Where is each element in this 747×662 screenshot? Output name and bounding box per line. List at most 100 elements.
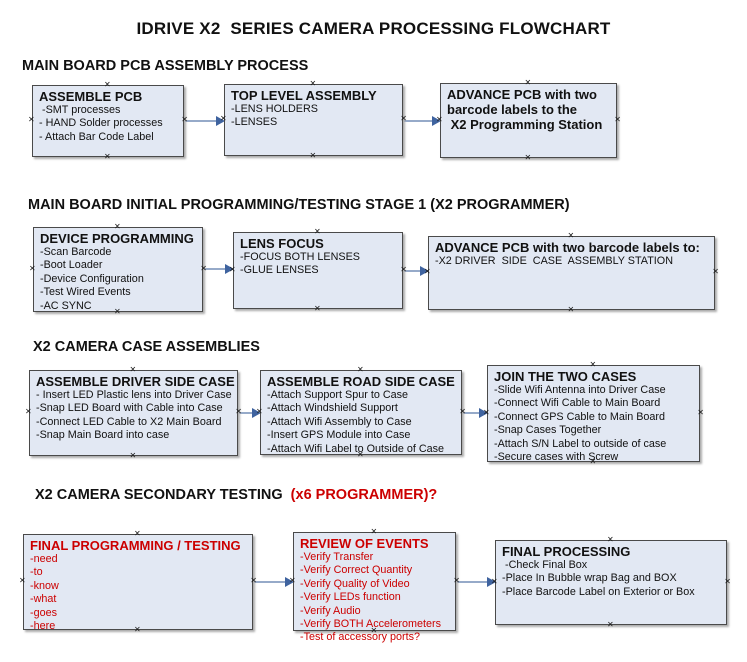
- selection-handle-top-icon[interactable]: ✕: [114, 222, 121, 231]
- heading-segment: X2 CAMERA CASE ASSEMBLIES: [33, 339, 260, 355]
- box-item: -Insert GPS Module into Case: [267, 429, 411, 442]
- selection-handle-left-icon[interactable]: ✕: [289, 575, 296, 585]
- connector-arrow-2[interactable]: [403, 116, 441, 126]
- flow-box-final-processing[interactable]: FINAL PROCESSING -Check Final Box-Place …: [491, 536, 731, 629]
- box-item: -Place In Bubble wrap Bag and BOX: [502, 572, 677, 585]
- arrow-head-icon: [216, 116, 225, 126]
- box-title: ASSEMBLE DRIVER SIDE CASE: [36, 374, 235, 389]
- selection-handle-left-icon[interactable]: ✕: [256, 406, 263, 416]
- selection-handle-left-icon[interactable]: ✕: [19, 576, 26, 585]
- selection-handle-right-icon[interactable]: ✕: [712, 267, 719, 276]
- flow-box-top-level-assembly[interactable]: TOP LEVEL ASSEMBLY-LENS HOLDERS-LENSES✕✕…: [220, 80, 407, 160]
- selection-handle-top-icon[interactable]: ✕: [567, 231, 575, 240]
- selection-handle-bottom-icon[interactable]: ✕: [114, 307, 121, 316]
- arrow-line: [404, 120, 433, 122]
- flow-box-final-programming-testing[interactable]: FINAL PROGRAMMING / TESTING-need-to-know…: [19, 530, 257, 634]
- box-item: -know: [30, 579, 59, 592]
- arrow-line: [404, 270, 421, 272]
- selection-handle-right-icon[interactable]: ✕: [724, 576, 731, 586]
- selection-handle-bottom-icon[interactable]: ✕: [567, 305, 575, 314]
- selection-handle-left-icon[interactable]: ✕: [483, 407, 490, 417]
- flow-box-review-of-events[interactable]: REVIEW OF EVENTS-Verify Transfer-Verify …: [289, 528, 460, 644]
- selection-handle-bottom-icon[interactable]: ✕: [607, 620, 614, 629]
- connector-arrow-5[interactable]: [238, 408, 261, 418]
- selection-handle-right-icon[interactable]: ✕: [697, 407, 704, 417]
- box-item: -Boot Loader: [40, 259, 103, 272]
- connector-arrow-6[interactable]: [462, 408, 488, 418]
- selection-handle-right-icon[interactable]: ✕: [614, 114, 621, 124]
- flow-box-assemble-pcb[interactable]: ASSEMBLE PCB -SMT processes- HAND Solder…: [28, 81, 188, 161]
- flow-box-lens-focus[interactable]: LENS FOCUS-FOCUS BOTH LENSES-GLUE LENSES…: [229, 228, 407, 313]
- selection-handle-left-icon[interactable]: ✕: [29, 263, 36, 273]
- selection-handle-bottom-icon[interactable]: ✕: [104, 152, 111, 161]
- box-item: - HAND Solder processes: [39, 117, 163, 130]
- box-item: - Attach Bar Code Label: [39, 130, 154, 143]
- selection-handle-top-icon[interactable]: ✕: [370, 527, 378, 536]
- selection-handle-right-icon[interactable]: ✕: [453, 575, 460, 585]
- selection-handle-left-icon[interactable]: ✕: [424, 267, 431, 276]
- box-item: -Connect Wifi Cable to Main Board: [494, 397, 661, 410]
- arrow-line: [185, 120, 217, 122]
- section-heading-secondary-testing: X2 CAMERA SECONDARY TESTING (x6 PROGRAMM…: [35, 487, 437, 503]
- box-item: -Attach Support Spur to Case: [267, 389, 409, 401]
- selection-handle-right-icon[interactable]: ✕: [459, 406, 466, 416]
- box-item: -goes: [30, 606, 58, 619]
- box-item: -Scan Barcode: [40, 246, 112, 258]
- box-item: -Snap Cases Together: [494, 424, 602, 437]
- selection-handle-left-icon[interactable]: ✕: [436, 114, 443, 124]
- box-item: -Slide Wifi Antenna into Driver Case: [494, 384, 666, 396]
- box-title: DEVICE PROGRAMMING: [40, 231, 194, 246]
- selection-handle-left-icon[interactable]: ✕: [220, 114, 227, 123]
- selection-handle-top-icon[interactable]: ✕: [589, 360, 597, 369]
- box-item: -AC SYNC: [40, 299, 92, 312]
- flow-box-join-the-two-cases[interactable]: JOIN THE TWO CASES-Slide Wifi Antenna in…: [483, 361, 704, 466]
- selection-handle-top-icon[interactable]: ✕: [104, 80, 111, 89]
- selection-handle-left-icon[interactable]: ✕: [229, 264, 236, 274]
- selection-handle-top-icon[interactable]: ✕: [309, 79, 317, 88]
- selection-handle-bottom-icon[interactable]: ✕: [309, 151, 317, 160]
- flow-box-assemble-road-side-case[interactable]: ASSEMBLE ROAD SIDE CASE-Attach Support S…: [256, 366, 466, 459]
- selection-handle-bottom-icon[interactable]: ✕: [589, 457, 597, 466]
- selection-handle-right-icon[interactable]: ✕: [400, 264, 407, 274]
- selection-handle-left-icon[interactable]: ✕: [491, 576, 498, 586]
- box-item: -Connect GPS Cable to Main Board: [494, 410, 666, 423]
- box-item: -LENS HOLDERS: [231, 103, 318, 115]
- selection-handle-top-icon[interactable]: ✕: [357, 365, 364, 374]
- selection-handle-top-icon[interactable]: ✕: [129, 365, 137, 374]
- box-item: -Verify LEDs function: [300, 591, 401, 604]
- selection-handle-right-icon[interactable]: ✕: [235, 407, 242, 416]
- selection-handle-bottom-icon[interactable]: ✕: [129, 451, 137, 460]
- selection-handle-top-icon[interactable]: ✕: [134, 529, 141, 538]
- box-item: -Verify Audio: [300, 604, 361, 617]
- arrow-line: [457, 581, 488, 583]
- selection-handle-top-icon[interactable]: ✕: [524, 78, 532, 87]
- box-item: -GLUE LENSES: [240, 264, 319, 277]
- selection-handle-top-icon[interactable]: ✕: [607, 535, 614, 544]
- box-item: -Test of accessory ports?: [300, 631, 421, 644]
- selection-handle-right-icon[interactable]: ✕: [250, 576, 257, 585]
- connector-arrow-4[interactable]: [403, 266, 429, 276]
- flow-box-device-programming[interactable]: DEVICE PROGRAMMING-Scan Barcode-Boot Loa…: [29, 223, 207, 316]
- selection-handle-left-icon[interactable]: ✕: [28, 115, 35, 124]
- flow-box-assemble-driver-side-case[interactable]: ASSEMBLE DRIVER SIDE CASE- Insert LED Pl…: [25, 366, 242, 460]
- connector-arrow-8[interactable]: [456, 577, 496, 587]
- selection-handle-right-icon[interactable]: ✕: [181, 115, 188, 124]
- selection-handle-right-icon[interactable]: ✕: [200, 263, 207, 273]
- connector-arrow-3[interactable]: [203, 264, 234, 274]
- selection-handle-right-icon[interactable]: ✕: [400, 114, 407, 123]
- arrow-line: [254, 581, 286, 583]
- selection-handle-bottom-icon[interactable]: ✕: [357, 450, 364, 459]
- flow-box-advance-pcb-to-driver-side-station[interactable]: ADVANCE PCB with two barcode labels to:-…: [424, 232, 719, 314]
- selection-handle-bottom-icon[interactable]: ✕: [524, 153, 532, 162]
- connector-arrow-7[interactable]: [253, 577, 294, 587]
- selection-handle-bottom-icon[interactable]: ✕: [134, 625, 141, 634]
- selection-handle-bottom-icon[interactable]: ✕: [370, 626, 378, 635]
- box-item: -Attach Wifi Assembly to Case: [267, 415, 412, 428]
- selection-handle-left-icon[interactable]: ✕: [25, 407, 32, 416]
- box-item: -to: [30, 566, 43, 579]
- selection-handle-top-icon[interactable]: ✕: [314, 227, 321, 236]
- connector-arrow-1[interactable]: [184, 116, 225, 126]
- selection-handle-bottom-icon[interactable]: ✕: [314, 304, 321, 313]
